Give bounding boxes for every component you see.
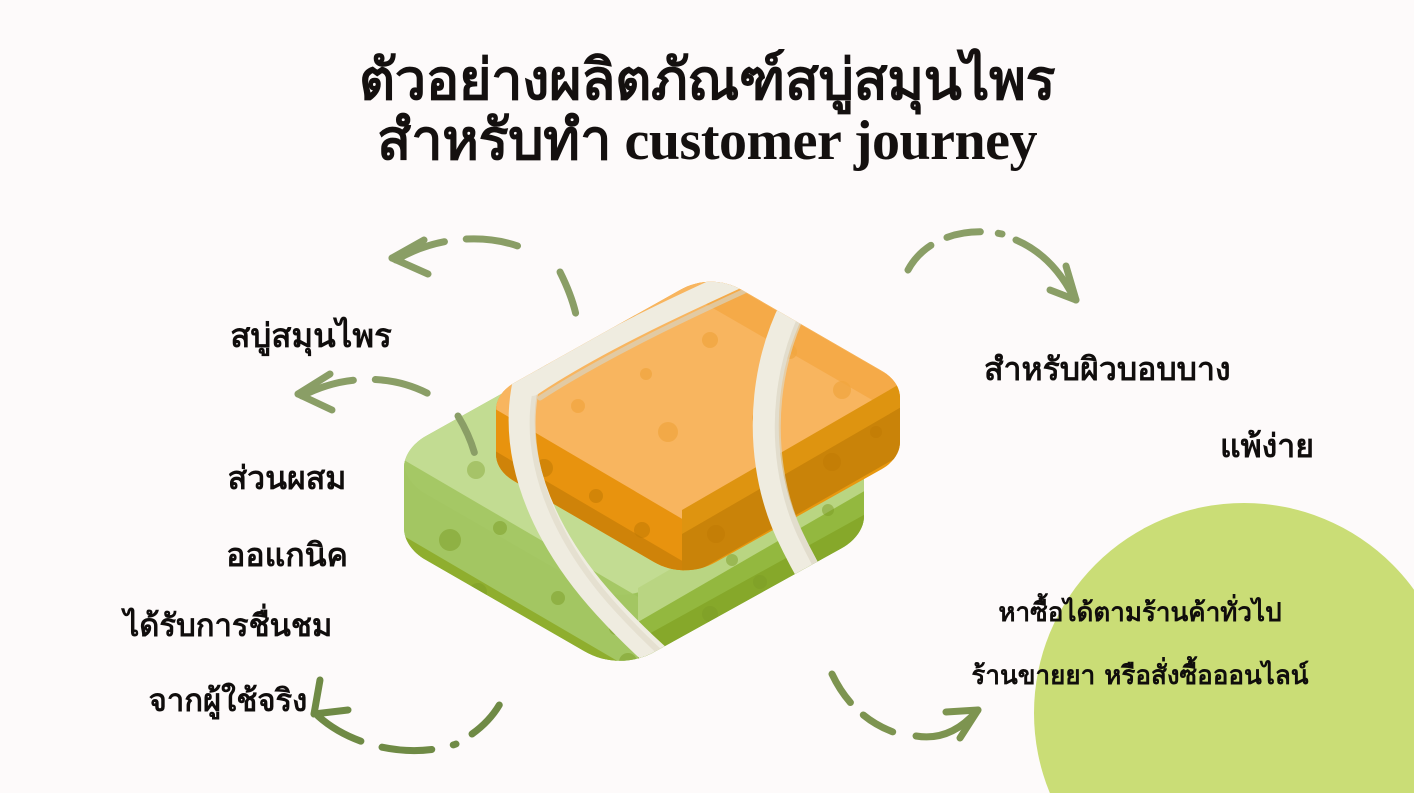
label-organic-ingredients: ส่วนผสม ออแกนิค (182, 421, 392, 613)
label-availability-line-1: หาซื้อได้ตามร้านค้าทั่วไป (998, 598, 1282, 629)
label-user-praise-line-1: ได้รับการชื่นชม (123, 608, 333, 645)
label-user-praise: ได้รับการชื่นชม จากผู้ใช้จริง (78, 571, 378, 757)
label-sensitive-skin-line-1: สำหรับผิวบอบบาง (984, 350, 1231, 389)
label-availability-line-2: ร้านขายยา หรือสั่งซื้อออนไลน์ (971, 660, 1309, 691)
label-sensitive-skin: สำหรับผิวบอบบาง แพ้ง่าย (984, 312, 1344, 504)
label-organic-line-1: ส่วนผสม (227, 459, 347, 498)
soap-illustration (404, 281, 900, 661)
label-availability: หาซื้อได้ตามร้านค้าทั่วไป ร้านขายยา หรือ… (920, 567, 1360, 723)
page-title: ตัวอย่างผลิตภัณฑ์สบู่สมุนไพร สำหรับทำ cu… (0, 50, 1414, 173)
label-user-praise-line-2: จากผู้ใช้จริง (148, 682, 308, 719)
label-organic-line-2: ออแกนิค (226, 536, 348, 575)
label-sensitive-skin-line-2: แพ้ง่าย (1219, 427, 1314, 466)
label-herbal-soap-line-1: สบู่สมุนไพร (230, 315, 392, 355)
page-title-line-2: สำหรับทำ customer journey (377, 110, 1037, 173)
page-title-line-1: ตัวอย่างผลิตภัณฑ์สบู่สมุนไพร (358, 50, 1056, 112)
label-herbal-soap: สบู่สมุนไพร (196, 276, 426, 395)
